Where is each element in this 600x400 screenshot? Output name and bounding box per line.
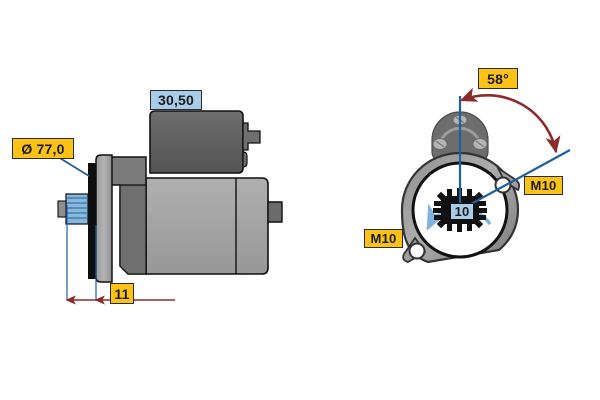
m10-left-callout: M10 bbox=[364, 229, 403, 248]
pinion-gear bbox=[57, 193, 89, 225]
m10-right-callout: M10 bbox=[524, 176, 563, 195]
mounting-flange bbox=[95, 154, 113, 283]
rear-terminal-stub bbox=[267, 201, 283, 223]
projection-lines bbox=[66, 205, 97, 300]
solenoid bbox=[149, 110, 261, 174]
motor-housing bbox=[145, 177, 269, 275]
sealing-ring bbox=[88, 163, 96, 279]
drive-end-housing bbox=[103, 156, 147, 275]
diameter-callout: Ø 77,0 bbox=[12, 138, 74, 159]
m10-leader-line bbox=[459, 149, 571, 211]
length-callout: 30,50 bbox=[150, 90, 202, 110]
shaft-tip bbox=[57, 200, 67, 218]
angle-callout: 58° bbox=[478, 68, 518, 89]
offset-callout: 11 bbox=[110, 283, 134, 304]
angle-arc bbox=[459, 87, 561, 154]
side-view-group bbox=[49, 110, 283, 305]
mounting-hole-lower bbox=[408, 242, 426, 260]
solenoid-terminals bbox=[242, 122, 261, 151]
teeth-count-callout: 10 bbox=[450, 203, 474, 220]
